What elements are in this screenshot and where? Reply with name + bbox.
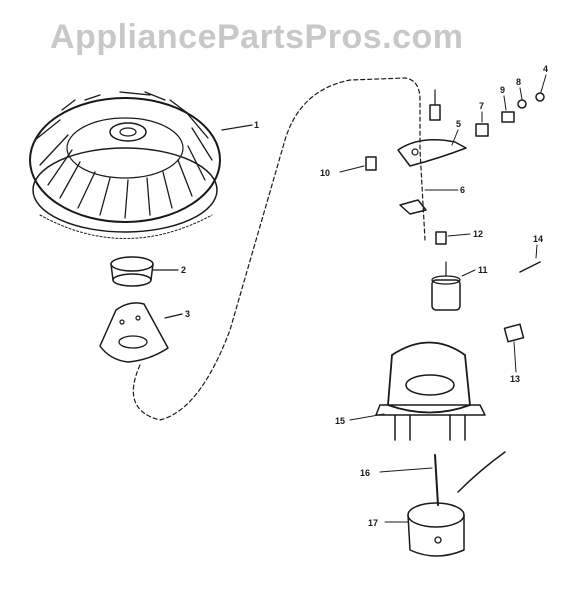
callout-16: 16 (360, 468, 370, 478)
callout-1: 1 (254, 120, 259, 130)
ignition-coil-part: 17 (368, 451, 506, 557)
callout-2: 2 (181, 265, 186, 275)
sleeve-bushing-part: 2 (110, 256, 186, 287)
callout-4: 4 (543, 64, 548, 74)
callout-12: 12 (473, 229, 483, 239)
callout-3: 3 (185, 309, 190, 319)
key-plate-part: 3 (99, 302, 190, 363)
callout-15: 15 (335, 416, 345, 426)
callout-13: 13 (510, 374, 520, 384)
condenser-part: 11 (431, 261, 488, 311)
watermark-text: AppliancePartsPros.com (50, 18, 464, 56)
terminal-plate-part: 13 (503, 323, 525, 384)
stator-assembly-part: 15 (335, 341, 486, 441)
wire-terminal-part: 14 (519, 234, 543, 273)
hardware-group: 4 8 9 7 5 6 10 12 (320, 64, 548, 245)
callout-7: 7 (479, 101, 484, 111)
callout-5: 5 (456, 119, 461, 129)
callout-14: 14 (533, 234, 543, 244)
flywheel-part: 1 (29, 91, 259, 239)
callout-10: 10 (320, 168, 330, 178)
callout-17: 17 (368, 518, 378, 528)
callout-9: 9 (500, 85, 505, 95)
callout-8: 8 (516, 77, 521, 87)
shaft-part: 16 (360, 454, 439, 506)
callout-6: 6 (460, 185, 465, 195)
callout-11: 11 (478, 265, 488, 275)
assembly-dashed-line (132, 77, 426, 421)
